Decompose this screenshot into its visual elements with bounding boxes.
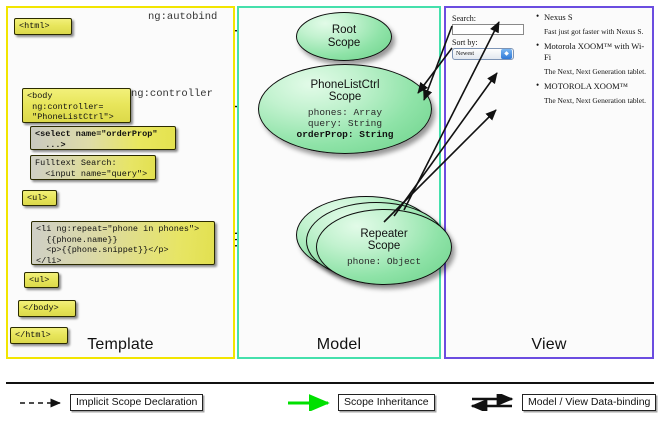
ctrl-scope-prop-phones: phones: Array <box>307 106 383 118</box>
ctrl-scope-title-2: Scope <box>328 91 362 103</box>
ctrl-scope-prop-orderprop: orderProp: String <box>296 128 394 140</box>
list-item: Motorola XOOM™ with Wi-Fi The Next, Next… <box>535 40 647 77</box>
legend-label-implicit: Implicit Scope Declaration <box>70 394 204 411</box>
phone-snippet: The Next, Next Generation tablet. <box>544 67 647 76</box>
phone-name: Nexus S <box>535 11 647 23</box>
legend-divider <box>6 382 654 384</box>
sort-by-selected-value: Newest <box>456 51 474 57</box>
repeater-scope-node: Repeater Scope phone: Object <box>316 209 452 285</box>
search-label: Search: <box>452 14 476 23</box>
root-scope-title-2: Scope <box>327 36 361 49</box>
legend: Implicit Scope Declaration Scope Inherit… <box>0 382 660 421</box>
code-html-close: </html> <box>10 327 68 344</box>
code-body-open: <body ng:controller= "PhoneListCtrl"> <box>22 88 131 123</box>
root-scope-title-1: Root <box>331 24 357 36</box>
code-html-open: <html> <box>14 18 72 35</box>
legend-item-inheritance: Scope Inheritance <box>286 394 435 411</box>
chevron-updown-icon: ◆ <box>501 49 512 59</box>
list-item: Nexus S Fast just got faster with Nexus … <box>535 11 647 37</box>
code-ul-open: <ul> <box>22 190 57 206</box>
sort-by-label: Sort by: <box>452 38 478 47</box>
view-panel-label: View <box>531 336 567 353</box>
list-item: MOTOROLA XOOM™ The Next, Next Generation… <box>535 80 647 106</box>
phone-name: MOTOROLA XOOM™ <box>535 80 647 92</box>
code-ul-close: <ul> <box>24 272 59 288</box>
ctrl-scope-title-1: PhoneListCtrl <box>310 78 380 91</box>
code-fulltext-search: Fulltext Search: <input name="query"> <box>30 155 156 180</box>
repeater-scope-title-1: Repeater <box>360 227 408 240</box>
legend-label-databinding: Model / View Data-binding <box>522 394 657 411</box>
repeater-scope-prop-phone: phone: Object <box>346 255 422 267</box>
code-li-ngrepeat: <li ng:repeat="phone in phones"> {{phone… <box>31 221 215 266</box>
model-panel-label: Model <box>316 336 362 353</box>
phone-snippet: Fast just got faster with Nexus S. <box>544 27 644 36</box>
label-ng-autobind: ng:autobind <box>148 11 218 23</box>
phone-snippet: The Next, Next Generation tablet. <box>544 96 647 105</box>
sort-by-select[interactable]: Newest ◆ <box>452 48 514 60</box>
green-arrow-icon <box>288 394 330 411</box>
phonelistctrl-scope-node: PhoneListCtrl Scope phones: Array query:… <box>258 64 432 154</box>
template-panel-label: Template <box>87 336 154 353</box>
code-body-close: </body> <box>18 300 76 317</box>
legend-item-implicit: Implicit Scope Declaration <box>18 394 204 411</box>
legend-label-inheritance: Scope Inheritance <box>338 394 435 411</box>
label-ng-controller: ng:controller <box>131 88 213 100</box>
search-input[interactable] <box>452 24 524 35</box>
legend-item-databinding: Model / View Data-binding <box>470 394 657 411</box>
phone-list: Nexus S Fast just got faster with Nexus … <box>535 11 647 110</box>
phone-name: Motorola XOOM™ with Wi-Fi <box>535 40 647 63</box>
code-select-orderprop: <select name="orderProp" ...> <box>30 126 176 150</box>
template-panel: Template <box>6 6 235 359</box>
ctrl-scope-prop-query: query: String <box>307 117 383 129</box>
double-arrow-icon <box>470 394 514 411</box>
root-scope-node: Root Scope <box>296 12 392 61</box>
repeater-scope-title-2: Scope <box>367 240 401 252</box>
dashed-arrow-icon <box>20 398 61 408</box>
view-content: Search: Sort by: Newest ◆ Nexus S Fast j… <box>450 11 650 142</box>
